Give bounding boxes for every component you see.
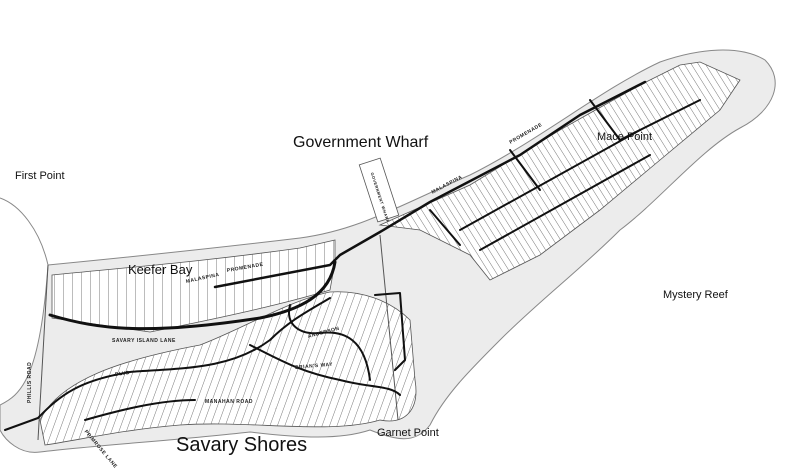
street-label-savary-island-lane: SAVARY ISLAND LANE [112,338,176,344]
wharf [358,157,400,223]
label-keefer-bay: Keefer Bay [128,262,193,277]
street-label-phillis-road: PHILLIS ROAD [27,361,33,403]
phillis-road-line [37,264,49,441]
label-government-wharf: Government Wharf [293,134,429,151]
manahan-road [84,399,196,421]
east-loop-road [374,292,406,371]
coastline-first-point [0,197,49,266]
label-mystery-reef: Mystery Reef [663,289,728,301]
main-south-road [4,297,331,431]
label-garnet-point: Garnet Point [377,427,439,439]
street-label-manahan-road: MANAHAN ROAD [205,399,253,405]
ne-road-2 [479,154,651,251]
lots-keefer-bay [51,239,336,333]
label-mace-point: Mace Point [597,131,653,143]
malaspina-promenade-road [213,80,647,289]
inner-loop-road [288,304,371,381]
ne-road-5 [589,99,701,141]
label-first-point: First Point [15,170,65,182]
savary-island-lane-road [48,260,337,331]
east-road-line [379,234,399,421]
label-savary-shores: Savary Shores [176,434,308,456]
ne-road-1 [459,129,641,231]
ne-road-3 [429,209,461,246]
brians-way-road [249,344,401,396]
ne-road-4 [509,149,541,191]
